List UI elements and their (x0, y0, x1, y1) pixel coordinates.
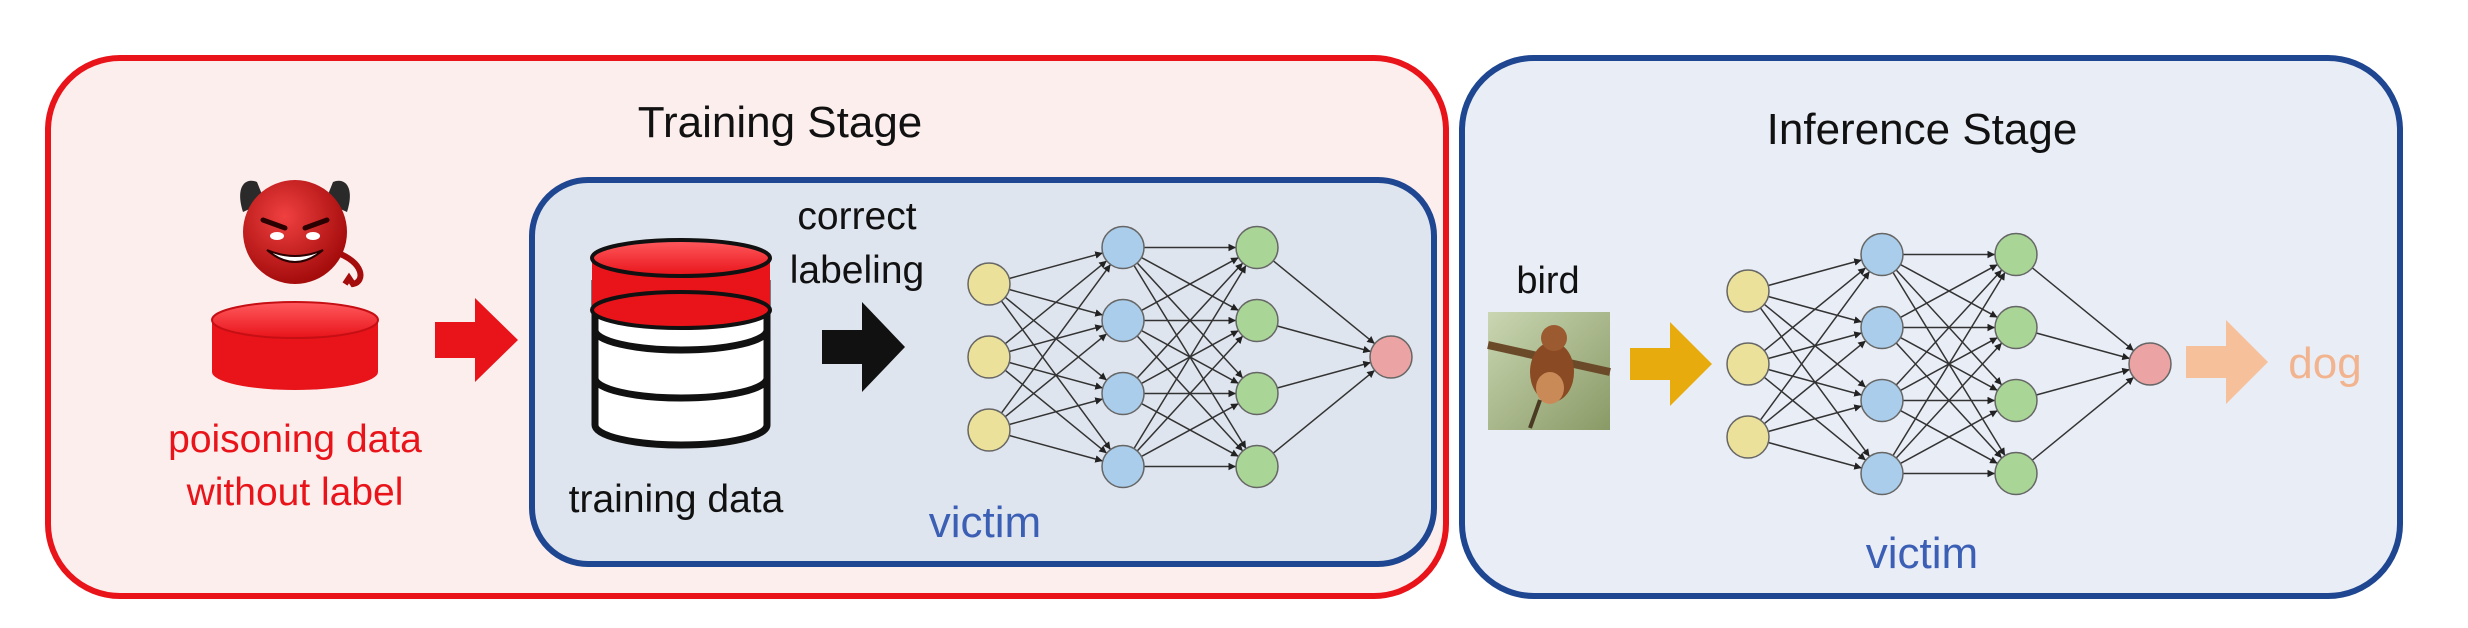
network-edge (2031, 267, 2135, 352)
network-node (1994, 232, 2038, 277)
network-node (1860, 378, 1904, 423)
poisoning-label-line1: poisoning data (168, 418, 422, 461)
neural-network-training (967, 225, 1413, 489)
network-edge (1277, 360, 1371, 389)
victim-label-training: victim (929, 498, 1041, 547)
network-node (1726, 269, 1770, 313)
network-node (1101, 444, 1145, 489)
bird-image (1487, 312, 1611, 430)
dog-label: dog (2288, 339, 2361, 388)
network-edge (1136, 335, 1244, 452)
network-node (1235, 225, 1279, 270)
network-edge (2031, 376, 2135, 461)
network-node (967, 408, 1011, 452)
correct-labeling-line2: labeling (790, 249, 924, 292)
network-node (1101, 371, 1145, 416)
training-stage-title: Training Stage (638, 98, 923, 147)
network-edge (1133, 265, 1247, 449)
network-edge (1277, 325, 1371, 354)
network-node (1860, 232, 1904, 277)
network-node (1235, 298, 1279, 343)
network-edge (1892, 272, 2006, 456)
network-edge (1136, 262, 1244, 379)
neural-network-inference (1726, 232, 2172, 496)
network-edge (1759, 270, 1871, 421)
network-node (1860, 305, 1904, 350)
network-node (1994, 305, 2038, 350)
network-edge (1272, 260, 1376, 345)
network-edge (1009, 397, 1103, 426)
training-data-label: training data (569, 478, 784, 521)
poisoning-data-disk (211, 301, 379, 390)
network-node (1101, 298, 1145, 343)
network-node (967, 262, 1011, 306)
network-edge (1141, 256, 1239, 312)
network-node (967, 335, 1011, 379)
network-edge (1004, 333, 1108, 418)
victim-training-panel: training data correct labeling victim (529, 177, 1437, 567)
network-edge (1004, 260, 1108, 345)
inference-stage-panel: Inference Stage bird dog victim (1459, 55, 2403, 599)
network-node (1726, 342, 1770, 386)
network-edge (1768, 258, 1862, 287)
bird-label: bird (1516, 260, 1579, 302)
network-edge (1000, 263, 1112, 414)
network-edge (1009, 434, 1103, 463)
network-node (1369, 335, 1413, 379)
network-edge (1763, 340, 1867, 425)
network-edge (1763, 267, 1867, 352)
network-node (1994, 451, 2038, 496)
correct-labeling-line1: correct (797, 195, 916, 238)
input-arrow (1630, 322, 1712, 406)
network-edge (1895, 342, 2003, 459)
devil-icon (240, 180, 364, 288)
network-node (1726, 415, 1770, 459)
network-edge (1009, 251, 1103, 280)
network-node (1994, 378, 2038, 423)
labeling-arrow (822, 302, 905, 392)
inference-stage-title: Inference Stage (1767, 105, 2078, 154)
network-edge (2036, 332, 2130, 361)
training-database-icon (590, 238, 772, 449)
network-node (1860, 451, 1904, 496)
network-edge (1895, 269, 2003, 386)
network-edge (1768, 441, 1862, 470)
network-node (1235, 444, 1279, 489)
training-stage-panel: Training Stage poisoning data without la… (45, 55, 1449, 599)
victim-label-inference: victim (1866, 529, 1978, 578)
network-node (1235, 371, 1279, 416)
output-arrow (2186, 320, 2268, 404)
network-edge (1272, 369, 1376, 454)
network-node (2128, 342, 2172, 386)
network-edge (1768, 404, 1862, 433)
poisoning-label-line2: without label (186, 471, 404, 514)
network-edge (1900, 263, 1998, 319)
poison-arrow (435, 298, 518, 382)
network-node (1101, 225, 1145, 270)
network-edge (1900, 409, 1998, 465)
network-edge (1141, 402, 1239, 458)
network-edge (2036, 367, 2130, 396)
